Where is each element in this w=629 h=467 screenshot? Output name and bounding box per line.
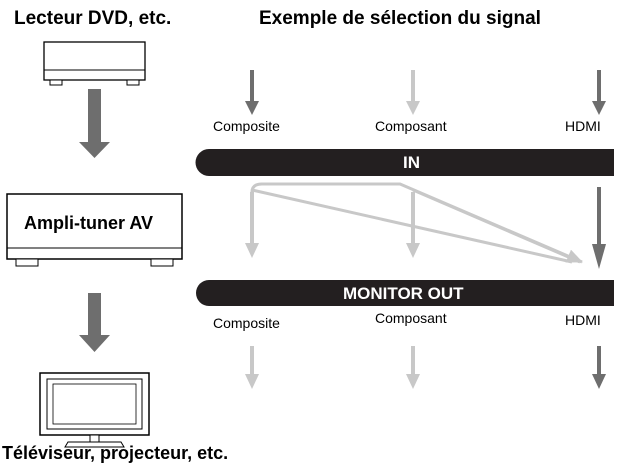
input-composant-arrow [406,70,420,115]
input-composite-arrow [245,70,259,115]
output-label-hdmi: HDMI [565,312,601,328]
receiver-label: Ampli-tuner AV [24,213,153,233]
receiver-icon [6,193,183,267]
conversion-lines [250,182,583,264]
output-label-composite: Composite [213,315,280,331]
input-label-composant: Composant [375,118,447,134]
output-hdmi-arrow [592,346,606,389]
output-label-composant: Composant [375,310,447,326]
output-composant-arrow [406,346,420,389]
pass-hdmi-arrow [592,187,606,269]
arrow-down-icon [79,293,110,352]
output-composite-arrow [245,346,259,389]
pass-composite-arrow [245,192,259,258]
input-hdmi-arrow [592,70,606,115]
in-bar [195,149,614,176]
diagram-title: Exemple de sélection du signal [259,8,541,29]
input-label-composite: Composite [213,118,280,134]
monitor-out-label: MONITOR OUT [343,284,464,303]
dvd-player-icon [43,41,146,86]
input-label-hdmi: HDMI [565,118,601,134]
in-bar-label: IN [403,153,420,172]
monitor-out-bar [196,280,614,306]
arrow-down-icon [79,89,110,158]
display-label: Téléviseur, projecteur, etc. [2,443,229,463]
tv-monitor-icon [39,372,150,448]
pass-composant-arrow [406,192,420,258]
source-title: Lecteur DVD, etc. [14,8,172,29]
